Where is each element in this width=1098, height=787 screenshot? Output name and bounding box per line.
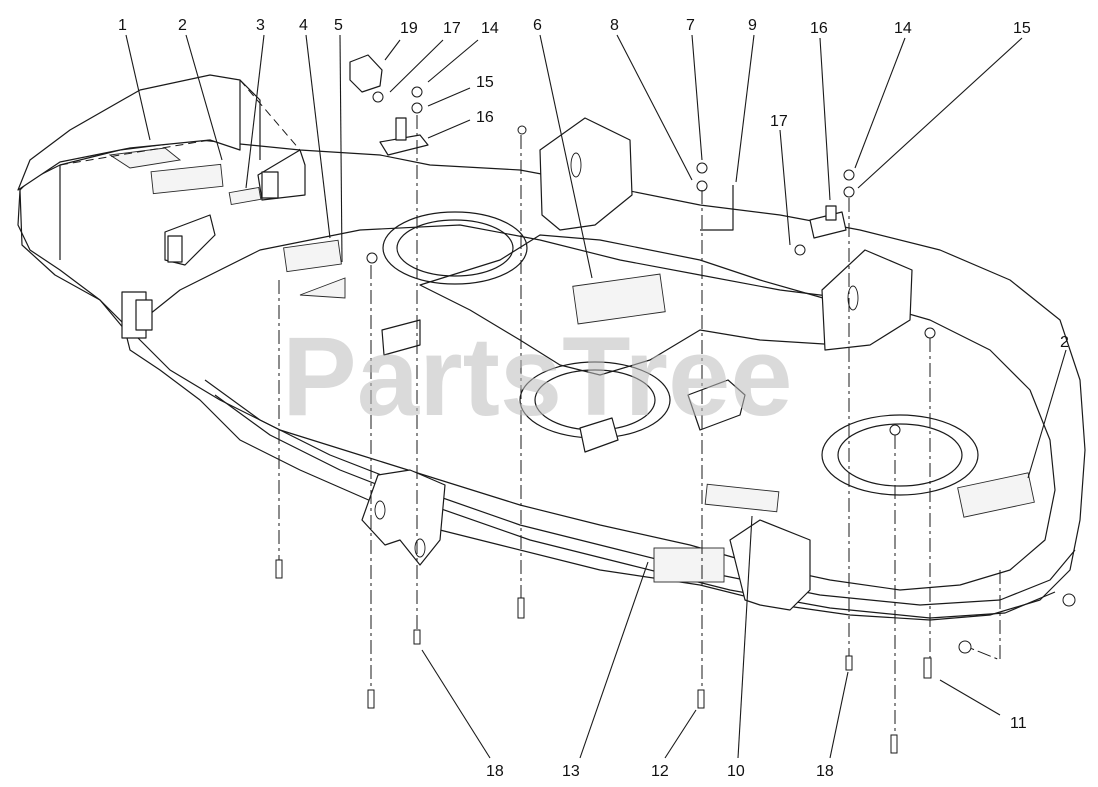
decal-5	[299, 277, 346, 299]
bolt-18-center	[413, 629, 421, 645]
nut-right-center	[889, 424, 901, 436]
washer-15-left	[411, 102, 423, 114]
callout-5: 5	[334, 17, 343, 34]
callout-18: 18	[486, 763, 504, 780]
callout-1: 1	[118, 17, 127, 34]
bracket-front-left	[361, 469, 446, 566]
bolt-18-right	[845, 655, 853, 671]
decal-chute-top	[108, 147, 182, 169]
callout-4: 4	[299, 17, 308, 34]
washer-15-right	[843, 186, 855, 198]
callout-13: 13	[562, 763, 580, 780]
bolt-right-lower	[890, 734, 898, 754]
callout-2: 2	[178, 17, 187, 34]
callout-14-right: 14	[894, 20, 912, 37]
callout-19: 19	[400, 20, 418, 37]
nut-14-left	[411, 86, 423, 98]
bolt-11	[923, 657, 932, 679]
fitting-bracket-16-left	[379, 117, 429, 156]
nut-14-right	[843, 169, 855, 181]
decal-4	[283, 239, 342, 273]
bracket-left-front	[164, 214, 216, 266]
callout-6: 6	[533, 17, 542, 34]
nut-front-right	[1062, 593, 1076, 607]
bracket-small-left	[381, 319, 421, 356]
callout-16-right: 16	[810, 20, 828, 37]
callout-8: 8	[610, 17, 619, 34]
callout-18-right: 18	[816, 763, 834, 780]
callout-labels: 1 2 3 4 5 19 17 14 15 16 6 8 7 9 16 14 1…	[118, 17, 1069, 780]
bolt-left-lower	[367, 689, 375, 709]
nut-top-left	[366, 252, 378, 264]
decal-6	[572, 273, 666, 325]
callout-14: 14	[481, 20, 499, 37]
hardware-group	[275, 86, 1076, 754]
washer-8	[696, 180, 708, 192]
nut-7	[696, 162, 708, 174]
blade-opening-right	[821, 414, 979, 496]
callout-15: 15	[476, 74, 494, 91]
callout-7: 7	[686, 17, 695, 34]
decal-2-left	[150, 163, 224, 195]
bolt-head-lower	[958, 640, 972, 654]
leader-lines	[125, 34, 1067, 759]
bracket-small-lower	[579, 417, 619, 453]
ring-17-left	[372, 91, 384, 103]
callout-10: 10	[727, 763, 745, 780]
watermark: PartsTree	[282, 314, 793, 439]
callout-11: 11	[1010, 715, 1027, 732]
callout-12: 12	[651, 763, 669, 780]
bolt-12	[697, 689, 705, 709]
bolt-18-left	[275, 559, 283, 579]
assembly-centerlines	[59, 79, 1001, 735]
bolt-center	[517, 597, 525, 619]
nut-top-center	[517, 125, 527, 135]
callout-17-right: 17	[770, 113, 788, 130]
decal-2-right	[957, 472, 1035, 518]
callout-16: 16	[476, 109, 494, 126]
bracket-rear-right	[821, 249, 913, 351]
decal-10	[704, 483, 780, 513]
grease-fitting-19	[349, 54, 383, 93]
decal-13	[653, 547, 725, 583]
ring-17-right	[794, 244, 806, 256]
decal-group	[108, 147, 1035, 583]
blade-opening-left	[382, 211, 528, 285]
bracket-rear-center	[539, 117, 633, 231]
callout-15-right: 15	[1013, 20, 1031, 37]
bracket-left-rear	[257, 149, 306, 201]
callout-17: 17	[443, 20, 461, 37]
fitting-bracket-16-right	[809, 205, 847, 239]
callout-2-right: 2	[1060, 334, 1069, 351]
bracket-chute-hinge	[121, 291, 153, 339]
nut-right-side	[924, 327, 936, 339]
callout-3: 3	[256, 17, 265, 34]
decal-3	[228, 186, 262, 206]
callout-9: 9	[748, 17, 757, 34]
rod-9	[700, 185, 734, 231]
